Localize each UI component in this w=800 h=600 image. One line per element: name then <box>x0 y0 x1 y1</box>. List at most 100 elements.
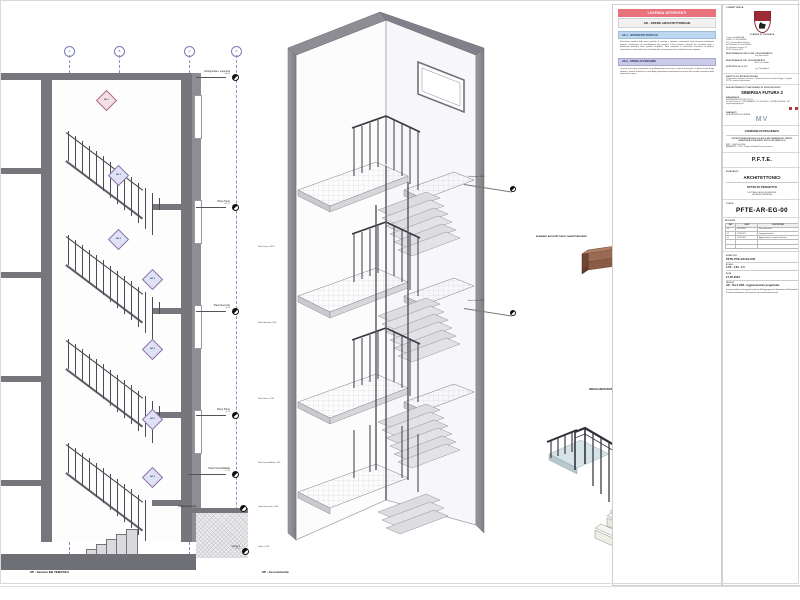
baluster <box>103 260 105 295</box>
axonometric-caption: SP - Assonometria <box>262 570 289 574</box>
leader-dot <box>510 186 516 192</box>
baluster <box>124 172 126 210</box>
baluster <box>145 188 147 229</box>
legend-header: LEGENDA INTERVENTI <box>618 9 716 17</box>
baluster <box>124 484 126 522</box>
revision-table[interactable]: REV DATA DESCRIZIONE 00 03/10/2023 Prima… <box>724 222 799 249</box>
baluster <box>124 380 126 418</box>
leader-elev: +0,00 <box>273 506 278 508</box>
tag-label: AR-2 <box>149 278 156 280</box>
leader-elev: +13,22 <box>268 246 275 248</box>
baluster <box>75 344 77 375</box>
table-row[interactable] <box>724 243 799 249</box>
progetto-caption: PROGETTO <box>726 147 737 149</box>
axo-right-leader-2: Piano Terzo +13,22 <box>468 300 484 302</box>
tag-label: AR-1 <box>115 174 122 176</box>
basement-cap <box>192 508 248 513</box>
grid-bubble-b: B <box>114 46 125 57</box>
level-name: Piano Terra Rialzato <box>208 467 230 470</box>
leader-dot <box>510 310 516 316</box>
axonometric-drawing-panel[interactable]: Piano Terzo +13,22 Piano Secondo +9,20 P… <box>258 0 538 584</box>
grid-axis-d <box>235 55 237 555</box>
axo-leader-label-ptr: Piano Terra Rialzato +1,16 <box>258 462 280 464</box>
stair-tread <box>126 529 138 556</box>
baluster <box>82 453 84 485</box>
cup-value: D32H22000250004 <box>731 144 746 146</box>
level-label-p3: Piano Terzo +13,22 <box>186 200 230 205</box>
level-name: Quota 1 <box>231 545 240 548</box>
title-block-panel[interactable]: COMMITTENZA COMUNE DI PIACENZA Comune di… <box>722 4 800 586</box>
code-caption: CODICE <box>726 202 734 205</box>
stato-progetto-label: STATO DI PROGETTO <box>747 185 777 190</box>
baluster <box>89 458 91 491</box>
baluster <box>68 235 70 265</box>
rev-cell <box>724 243 737 249</box>
level-marker <box>232 204 239 211</box>
ente-subject: RISTRUTTURAZIONE DELLA SCALA E DEI CAMER… <box>731 137 793 143</box>
level-marker <box>232 471 239 478</box>
rtp-name: SINERGIA FUTURA 2 <box>741 90 783 96</box>
level-marker <box>240 505 247 512</box>
baluster <box>131 177 133 216</box>
fase-label: P.F.T.E. <box>751 156 773 163</box>
leader-name: Piano Terra Rialzato <box>258 462 275 464</box>
baluster <box>152 297 154 339</box>
mandataria-address: Via Vittorio Veneto, 21 - 43121 PARMA (P… <box>726 101 791 105</box>
level-marker <box>242 548 249 555</box>
baluster <box>103 364 105 399</box>
tag-label: AR-2 <box>149 476 156 478</box>
baluster <box>82 245 84 277</box>
floor-slab-r3 <box>152 412 192 418</box>
baluster <box>82 349 84 381</box>
baluster <box>75 240 77 271</box>
leader-name: Piano Terzo <box>468 300 478 302</box>
axo-leader-label-q1: Quota 1 -1,87 <box>258 546 270 548</box>
mv-logo: MV <box>755 116 769 124</box>
level-label-roof: Sottogronda + copertura +18,41 <box>186 70 230 75</box>
baluster <box>96 255 98 289</box>
level-marker <box>232 308 239 315</box>
baluster <box>75 136 77 167</box>
mandanti-name: LEVA IMPRESE SOCIETARIE <box>726 113 751 116</box>
baluster <box>110 266 112 302</box>
level-elev: +5,18 <box>224 411 230 413</box>
logo-square-red <box>789 106 792 110</box>
rup-caption: RESPONSABILE UNICO DEL PROCEDIMENTO <box>726 53 773 56</box>
leader-elev: +5,18 <box>268 398 274 400</box>
leader-name: Piano Terzo <box>258 246 268 248</box>
baluster <box>131 489 133 528</box>
floor-slab-r1 <box>152 204 192 210</box>
baluster <box>131 385 133 424</box>
baluster <box>110 370 112 406</box>
baluster <box>96 359 98 393</box>
leader-elev: +1,16 <box>275 462 281 464</box>
fase-section: P.F.T.E. <box>723 153 800 168</box>
tag-label: AR-2 <box>149 418 156 420</box>
tag-label: AR-1 <box>103 99 110 101</box>
leader-name: Quota 1 <box>258 546 265 548</box>
file-caption: NOME FILE <box>726 254 737 257</box>
legend-item-ar1-code[interactable]: AR-1 - INTERVENTI PUNTUALI <box>618 31 716 39</box>
diritto-text: Progettazione, disegni e contenuti - Pro… <box>726 77 792 83</box>
baluster <box>145 292 147 333</box>
legend-subheader: AR - OPERE ARCHITETTONICHE <box>618 18 716 28</box>
level-line <box>188 474 226 475</box>
leader-elev: -1,87 <box>265 546 270 548</box>
axo-leader-label-p2: Piano Secondo +9,20 <box>258 322 276 324</box>
legend-item-ar2-body: Le opere accessorie comprendono la predi… <box>620 67 714 76</box>
supporto-caption: SUPPORTO AL R.U.P. <box>726 66 749 69</box>
level-name: Quota di accesso <box>178 505 197 508</box>
scale-value: 1:50 - 1:20 - 1:5 <box>726 266 798 272</box>
baluster <box>68 443 70 473</box>
diritto-caption: DIRITTO DI RIPRODUZIONE <box>726 75 759 78</box>
leader-elev: +9,20 <box>271 322 277 324</box>
legend-panel[interactable]: LEGENDA INTERVENTI AR - OPERE ARCHITETTO… <box>612 4 722 586</box>
elevation-drawing-panel[interactable]: A B C D <box>0 0 258 584</box>
scale-caption: SCALA <box>726 264 733 267</box>
baluster <box>110 162 112 198</box>
rp-name: Arch. Luca Bellini <box>755 61 769 64</box>
baluster <box>131 281 133 320</box>
leader-name: Piano Secondo <box>258 322 271 324</box>
revisions-caption: REVISIONI <box>725 219 736 222</box>
legend-item-ar2-code[interactable]: AR-2 - OPERE ACCESSORIE <box>618 57 716 66</box>
